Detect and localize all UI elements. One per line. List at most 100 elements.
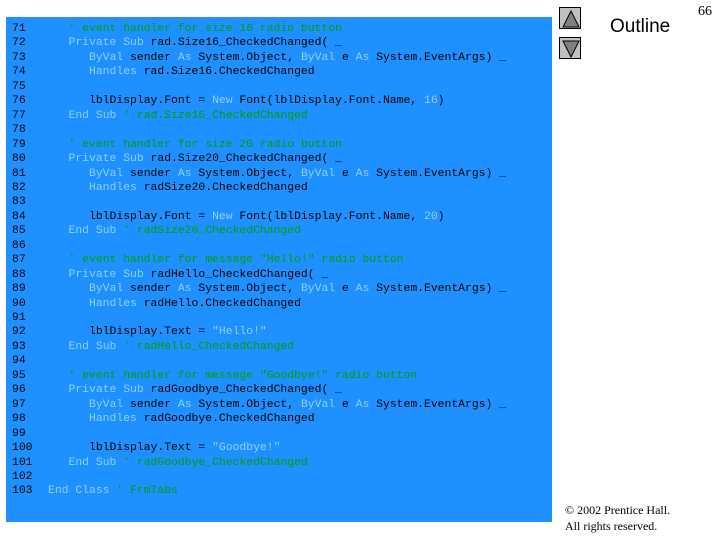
code-token: System.Object,	[191, 167, 301, 180]
line-number: 75	[12, 80, 26, 93]
line-number: 90	[12, 297, 26, 310]
code-token: New	[212, 210, 233, 223]
line-number: 91	[12, 312, 26, 324]
code-token: ByVal	[300, 51, 336, 64]
code-token: ' event handler for message "Goodbye!" r…	[68, 369, 418, 382]
code-token: radHello_CheckedChanged( _	[143, 268, 329, 281]
code-text: Handles radGoodbye.CheckedChanged	[48, 412, 315, 426]
code-token: End Sub	[68, 109, 117, 122]
line-number: 88	[12, 268, 26, 281]
line-number: 101	[12, 456, 33, 469]
line-number: 83	[12, 196, 26, 209]
code-text: ' event handler for size 16 radio button	[48, 22, 342, 36]
copyright-line-1: © 2002 Prentice Hall.	[565, 503, 671, 517]
code-token: Handles	[89, 297, 137, 310]
code-text: Handles radHello.CheckedChanged	[48, 297, 301, 311]
code-token: New	[212, 95, 233, 108]
code-token: )	[437, 95, 445, 108]
code-token: System.Object,	[191, 51, 301, 64]
code-text: Private Sub radHello_CheckedChanged( _	[48, 268, 329, 282]
copyright-line-2: All rights reserved.	[565, 519, 658, 533]
line-number: 102	[12, 470, 33, 483]
code-token: lblDisplay.Font =	[89, 210, 213, 223]
code-text: lblDisplay.Font = New Font(lblDisplay.Fo…	[48, 94, 445, 108]
code-token: e	[335, 398, 356, 411]
code-text: End Sub ' rad.Size16_CheckedChanged	[48, 109, 308, 123]
code-token: System.Object,	[191, 398, 301, 411]
code-token: ByVal	[89, 167, 124, 180]
code-text: lblDisplay.Text = "Goodbye!"	[48, 441, 280, 455]
code-text: End Sub ' radGoodbye_CheckedChanged	[48, 456, 308, 470]
line-number: 72	[12, 37, 26, 50]
code-token: )	[437, 210, 445, 223]
line-number: 82	[12, 181, 26, 194]
code-text: Private Sub rad.Size16_CheckedChanged( _	[48, 36, 342, 50]
code-token: Private Sub	[68, 153, 144, 166]
line-number: 89	[12, 283, 26, 296]
code-text: ByVal sender As System.Object, ByVal e A…	[48, 51, 506, 65]
line-number: 100	[12, 442, 33, 455]
code-token: e	[335, 51, 356, 64]
code-token: ' radGoodbye_CheckedChanged	[116, 456, 308, 469]
code-token: e	[335, 283, 356, 296]
code-text: ' event handler for size 20 radio button	[48, 138, 342, 152]
code-token: Private Sub	[68, 37, 144, 50]
line-number: 98	[12, 413, 26, 426]
code-text: ByVal sender As System.Object, ByVal e A…	[48, 398, 506, 412]
code-token: radGoodbye.CheckedChanged	[136, 413, 315, 426]
line-number: 96	[12, 384, 26, 397]
scroll-down-button[interactable]	[559, 37, 581, 59]
code-token: As	[355, 167, 370, 180]
code-text: End Sub ' radSize20_CheckedChanged	[48, 224, 301, 238]
line-number: 93	[12, 340, 26, 353]
line-number: 86	[12, 239, 26, 252]
line-number: 97	[12, 398, 26, 411]
code-token: As	[177, 51, 192, 64]
code-text: End Sub ' radHello_CheckedChanged	[48, 340, 295, 354]
line-number: 78	[12, 124, 26, 137]
code-token: ' FrmTabs	[109, 485, 178, 498]
code-token: Font(lblDisplay.Font.Name,	[232, 95, 424, 108]
code-token: End Sub	[68, 340, 117, 353]
code-token: sender	[123, 167, 178, 180]
scroll-up-button[interactable]	[559, 7, 581, 29]
code-text: Handles rad.Size16.CheckedChanged	[48, 65, 315, 79]
line-number: 74	[12, 66, 26, 79]
code-token: lblDisplay.Text =	[89, 326, 213, 339]
code-text: lblDisplay.Text = "Hello!"	[48, 325, 267, 339]
code-token: ' radSize20_CheckedChanged	[116, 225, 301, 238]
code-token: radGoodbye_CheckedChanged( _	[143, 384, 342, 397]
line-number: 76	[12, 95, 26, 108]
code-token: Font(lblDisplay.Font.Name,	[232, 210, 424, 223]
code-token: System.Object,	[191, 283, 301, 296]
line-number: 84	[12, 210, 26, 223]
line-number: 87	[12, 254, 26, 267]
code-token: sender	[123, 398, 178, 411]
code-token: Private Sub	[68, 384, 144, 397]
code-token: rad.Size20_CheckedChanged( _	[143, 153, 342, 166]
code-token: ByVal	[300, 167, 336, 180]
code-token: "Goodbye!"	[212, 442, 281, 455]
outline-label: Outline	[610, 16, 671, 37]
code-token: System.EventArgs) _	[369, 51, 507, 64]
line-number: 103	[12, 485, 33, 498]
code-token: e	[335, 167, 356, 180]
line-number: 99	[12, 427, 26, 440]
code-token: ' event handler for message "Hello!" rad…	[68, 254, 404, 267]
code-token: ' rad.Size16_CheckedChanged	[116, 109, 308, 122]
code-text: End Class ' FrmTabs	[48, 484, 178, 498]
line-number: 71	[12, 23, 26, 35]
line-number: 81	[12, 167, 26, 180]
code-token: System.EventArgs) _	[369, 398, 507, 411]
code-text: ' event handler for message "Hello!" rad…	[48, 253, 404, 267]
code-text: Private Sub rad.Size20_CheckedChanged( _	[48, 152, 342, 166]
code-token: As	[177, 398, 192, 411]
code-token: Private Sub	[68, 268, 144, 281]
line-number: 73	[12, 51, 26, 64]
line-number: 80	[12, 153, 26, 166]
triangle-down-icon	[562, 40, 580, 59]
code-token: End Sub	[68, 456, 117, 469]
code-token: Handles	[89, 181, 137, 194]
code-token: ByVal	[300, 398, 336, 411]
code-token: radSize20.CheckedChanged	[136, 181, 308, 194]
